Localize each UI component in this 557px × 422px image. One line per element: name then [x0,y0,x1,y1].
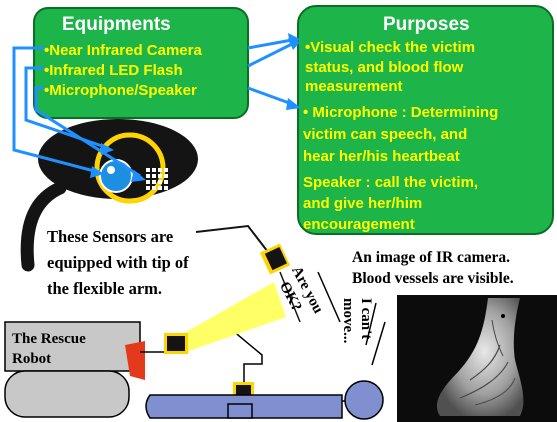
purpose-speaker-line-1: Speaker : call the victim, [303,174,478,191]
rescue-robot-label-line-1: The Rescue [12,331,86,347]
equipments-box: Equipments •Near Infrared Camera •Infrar… [34,8,248,118]
equipments-title: Equipments [62,14,171,35]
equipment-item-led-flash: •Infrared LED Flash [44,62,183,79]
svg-text:move...: move... [340,298,356,344]
svg-text:the flexible arm.: the flexible arm. [47,279,162,298]
light-beam [186,282,286,352]
camera-lens [100,160,132,192]
equipment-item-microphone-speaker: •Microphone/Speaker [44,82,197,99]
svg-text:An image of IR camera.: An image of IR camera. [352,249,510,266]
robot-red-indicator [125,341,145,380]
rescue-robot: The Rescue Robot [5,322,145,417]
purpose-speaker-line-3: encouragement [303,216,415,233]
purpose-visual-line-1: •Visual check the victim [305,39,475,56]
ir-camera-image [397,295,557,422]
svg-text:These Sensors are: These Sensors are [47,227,173,246]
purposes-box: Purposes •Visual check the victim status… [298,6,553,234]
victim-figure [146,381,383,419]
speech-victim: I can't move... [340,298,374,344]
purposes-title: Purposes [383,14,470,35]
victim-head [345,381,383,419]
purpose-speaker-line-2: and give her/him [303,195,422,212]
svg-text:equipped with tip of: equipped with tip of [47,253,189,272]
purpose-microphone-line-2: victim can speech, and [303,126,467,143]
ir-camera-caption: An image of IR camera. Blood vessels are… [352,249,514,287]
svg-text:Blood vessels are visible.: Blood vessels are visible. [352,270,514,287]
purpose-visual-line-2: status, and blood flow [305,59,464,76]
arm-sensor-module [164,333,188,354]
purpose-visual-line-3: measurement [305,78,403,95]
sensors-caption: These Sensors are equipped with tip of t… [47,227,189,298]
purpose-microphone-line-1: • Microphone : Determining [303,104,498,121]
sensor-cable [196,226,268,252]
equipment-item-camera: •Near Infrared Camera [44,42,202,59]
purpose-arrows [248,40,292,104]
rescue-robot-label-line-2: Robot [12,351,51,367]
purpose-microphone-line-3: hear her/his heartbeat [303,148,460,165]
